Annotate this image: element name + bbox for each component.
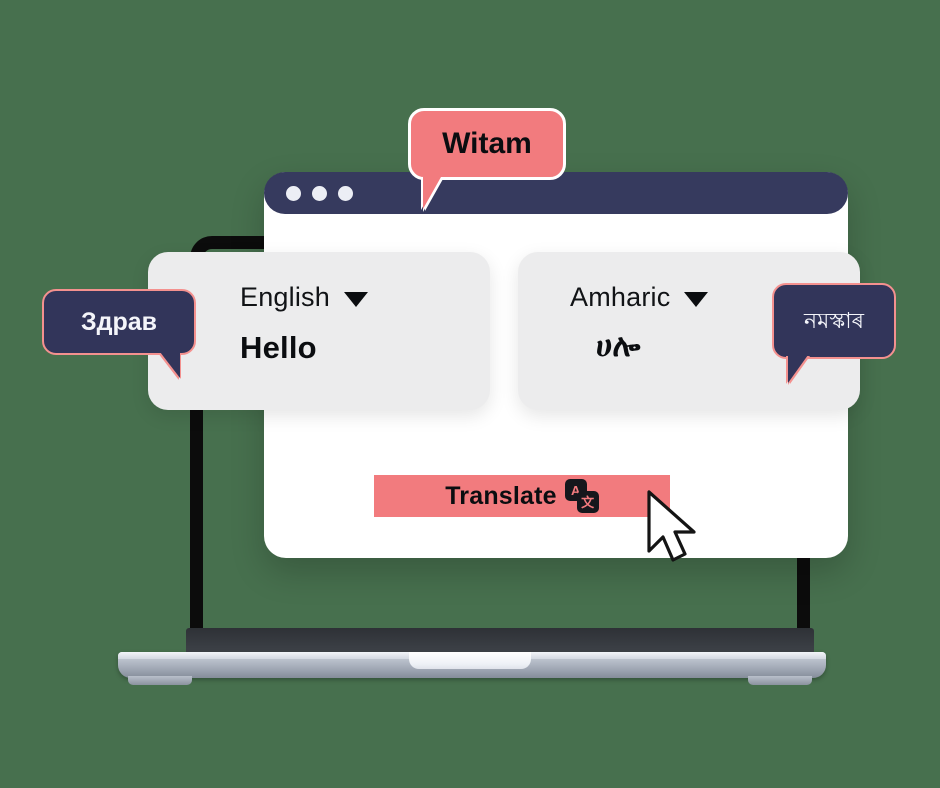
speech-bubble-zdrav: Здрав <box>42 289 196 378</box>
target-text: ሀሎ <box>596 328 641 363</box>
source-text[interactable]: Hello <box>240 330 317 365</box>
window-maximize-dot-icon[interactable] <box>338 185 353 201</box>
speech-bubble-witam-text: Witam <box>442 127 532 160</box>
laptop-base-notch <box>409 652 531 669</box>
browser-titlebar <box>264 172 848 214</box>
speech-bubble-nomoskar: নমস্কাৰ <box>772 283 896 383</box>
source-language-label: English <box>240 282 330 312</box>
translate-icon: A 文 <box>564 479 599 513</box>
speech-bubble-nomoskar-text: নমস্কাৰ <box>804 308 864 333</box>
speech-bubble-tail <box>423 177 441 209</box>
source-language-selector[interactable]: English <box>240 282 368 313</box>
source-language-panel: English Hello <box>148 252 490 410</box>
speech-bubble-witam: Witam <box>408 108 566 209</box>
speech-bubble-tail <box>160 352 180 378</box>
target-language-selector[interactable]: Amharic <box>570 282 709 313</box>
chevron-down-icon[interactable] <box>343 292 368 307</box>
translate-icon-target-glyph: 文 <box>576 491 599 513</box>
speech-bubble-tail <box>788 355 808 383</box>
laptop-foot-right <box>748 676 812 685</box>
speech-bubble-zdrav-text: Здрав <box>80 307 158 336</box>
window-minimize-dot-icon[interactable] <box>312 185 327 201</box>
target-language-label: Amharic <box>570 282 671 312</box>
translate-button-label: Translate <box>445 481 557 510</box>
translate-button[interactable]: Translate A 文 <box>374 475 670 517</box>
window-close-dot-icon[interactable] <box>286 185 301 201</box>
laptop-foot-left <box>128 676 192 685</box>
chevron-down-icon[interactable] <box>684 292 709 307</box>
